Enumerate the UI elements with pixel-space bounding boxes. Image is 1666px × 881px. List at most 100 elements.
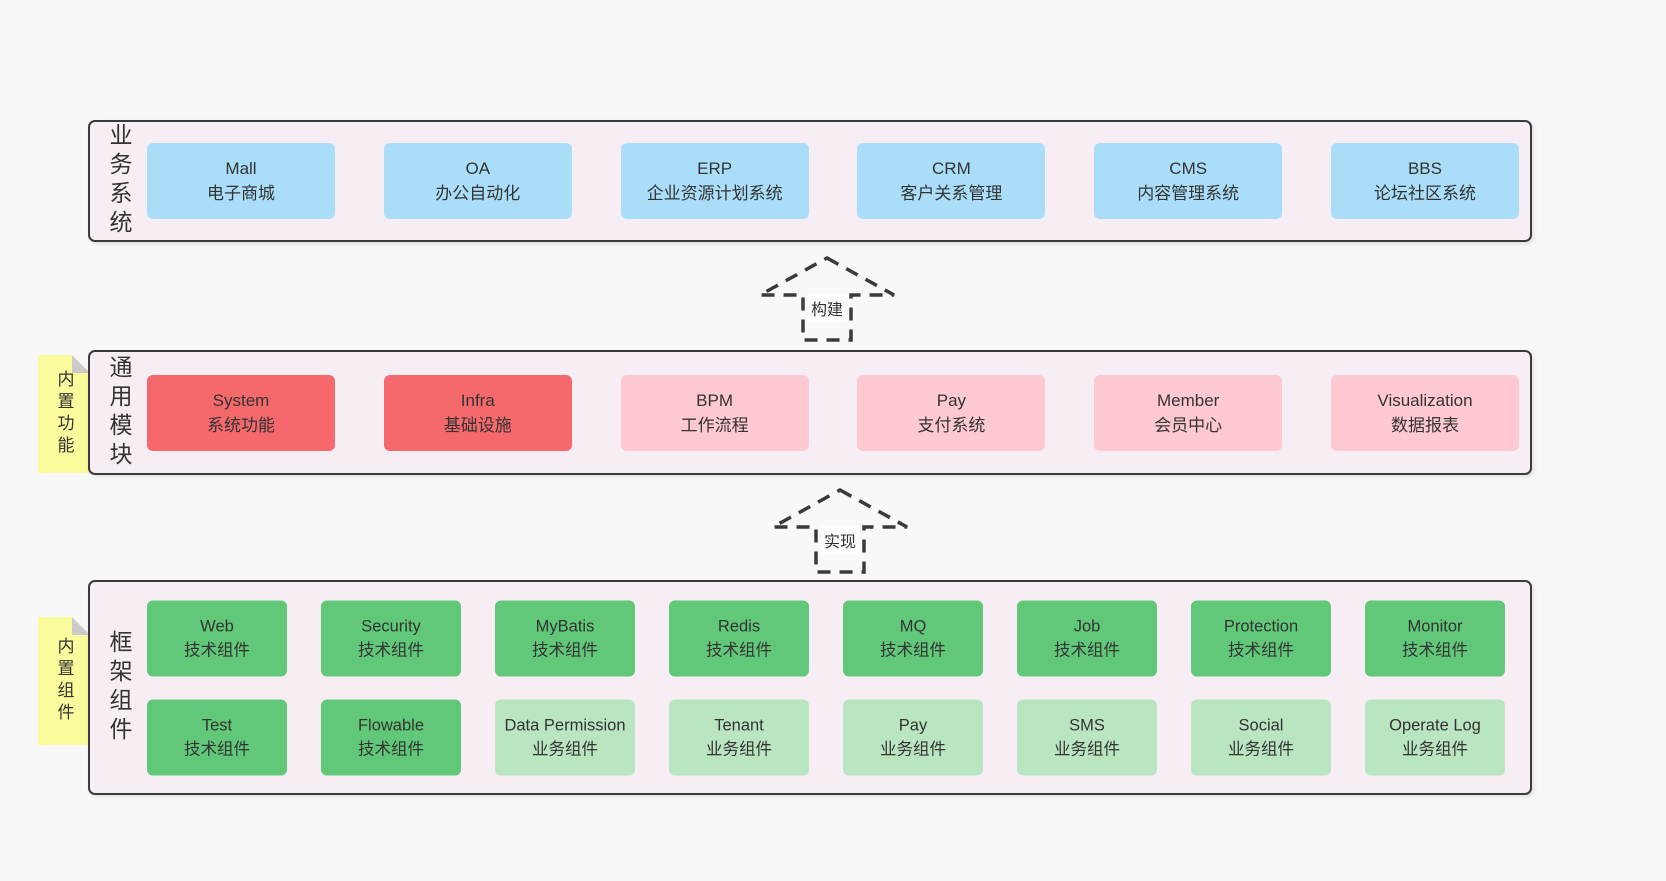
- business-boxes-row: Mall 电子商城 OA 办公自动化 ERP 企业资源计划系统 CRM 客户关系…: [147, 143, 1519, 219]
- layer-framework-components: 框架组件 Web 技术组件 Security 技术组件 MyBatis 技术组件…: [88, 580, 1532, 795]
- box-subtitle: 论坛社区系统: [1373, 184, 1476, 203]
- box-title: System: [212, 390, 270, 410]
- note-built-in-features-label: 内置功能: [54, 370, 74, 458]
- box-protection: Protection 技术组件: [1191, 600, 1331, 676]
- box-mq: MQ 技术组件: [843, 600, 983, 676]
- box-flowable: Flowable 技术组件: [321, 699, 461, 775]
- box-subtitle: 办公自动化: [435, 184, 521, 203]
- box-subtitle: 工作流程: [680, 415, 749, 435]
- box-subtitle: 业务组件: [1228, 740, 1294, 758]
- box-subtitle: 技术组件: [358, 740, 424, 758]
- box-subtitle: 技术组件: [706, 641, 772, 659]
- box-subtitle: 客户关系管理: [900, 184, 1003, 203]
- box-subtitle: 技术组件: [184, 641, 250, 659]
- box-subtitle: 技术组件: [358, 641, 424, 659]
- box-title: SMS: [1069, 716, 1105, 734]
- box-security: Security 技术组件: [321, 600, 461, 676]
- box-title: Job: [1073, 617, 1101, 635]
- box-title: BPM: [696, 390, 734, 410]
- box-subtitle: 业务组件: [532, 740, 598, 758]
- box-pay-biz: Pay 业务组件: [843, 699, 983, 775]
- box-mybatis: MyBatis 技术组件: [495, 600, 635, 676]
- box-subtitle: 技术组件: [1054, 641, 1120, 659]
- box-social: Social 业务组件: [1191, 699, 1331, 775]
- layer-business-systems: 业务系统 Mall 电子商城 OA 办公自动化 ERP 企业资源计划系统 CRM…: [88, 120, 1532, 242]
- box-subtitle: 支付系统: [917, 415, 986, 435]
- box-pay: Pay 支付系统: [857, 374, 1046, 451]
- box-subtitle: 电子商城: [207, 184, 275, 203]
- components-boxes-grid: Web 技术组件 Security 技术组件 MyBatis 技术组件 Redi…: [147, 600, 1505, 775]
- box-bbs: BBS 论坛社区系统: [1330, 143, 1519, 219]
- box-sms: SMS 业务组件: [1017, 699, 1157, 775]
- box-title: Operate Log: [1389, 716, 1481, 734]
- layer-business-systems-label: 业务系统: [106, 123, 132, 239]
- box-title: Member: [1157, 390, 1220, 410]
- arrow-build: 构建: [757, 255, 897, 343]
- note-built-in-components: 内置组件: [38, 617, 90, 745]
- arrow-build-label: 构建: [806, 293, 848, 323]
- arrow-implement: 实现: [770, 487, 910, 575]
- box-subtitle: 技术组件: [184, 740, 250, 758]
- box-subtitle: 技术组件: [532, 641, 598, 659]
- box-title: Pay: [898, 716, 928, 734]
- components-row-1: Web 技术组件 Security 技术组件 MyBatis 技术组件 Redi…: [147, 600, 1505, 676]
- arrow-up-icon: [772, 488, 908, 574]
- box-title: CMS: [1169, 159, 1208, 178]
- box-subtitle: 业务组件: [1054, 740, 1120, 758]
- box-infra: Infra 基础设施: [383, 374, 572, 451]
- box-title: BBS: [1407, 159, 1442, 178]
- box-title: Flowable: [357, 716, 425, 734]
- box-title: ERP: [697, 159, 733, 178]
- box-crm: CRM 客户关系管理: [857, 143, 1046, 219]
- box-system: System 系统功能: [147, 374, 335, 451]
- box-subtitle: 数据报表: [1390, 415, 1459, 435]
- arrow-implement-label: 实现: [819, 525, 861, 555]
- box-test: Test 技术组件: [147, 699, 287, 775]
- box-subtitle: 会员中心: [1154, 415, 1223, 435]
- box-title: Data Permission: [504, 716, 626, 734]
- box-title: Tenant: [714, 716, 764, 734]
- box-subtitle: 业务组件: [880, 740, 946, 758]
- box-subtitle: 技术组件: [1402, 641, 1468, 659]
- box-subtitle: 企业资源计划系统: [646, 184, 783, 203]
- box-web: Web 技术组件: [147, 600, 287, 676]
- box-title: OA: [465, 159, 491, 178]
- note-built-in-features: 内置功能: [38, 355, 90, 473]
- box-title: Protection: [1223, 617, 1299, 635]
- box-oa: OA 办公自动化: [383, 143, 572, 219]
- note-built-in-components-label: 内置组件: [54, 637, 74, 725]
- layer-framework-components-label: 框架组件: [106, 629, 132, 746]
- box-title: MQ: [899, 617, 927, 635]
- box-title: Social: [1238, 716, 1284, 734]
- box-title: CRM: [932, 159, 971, 178]
- box-subtitle: 基础设施: [443, 415, 512, 435]
- layer-common-modules-label: 通用模块: [106, 354, 132, 471]
- layer-common-modules: 通用模块 System 系统功能 Infra 基础设施 BPM 工作流程 Pay…: [88, 350, 1532, 475]
- box-subtitle: 技术组件: [880, 641, 946, 659]
- box-data-permission: Data Permission 业务组件: [495, 699, 635, 775]
- box-subtitle: 系统功能: [207, 415, 275, 435]
- box-subtitle: 业务组件: [706, 740, 772, 758]
- components-row-2: Test 技术组件 Flowable 技术组件 Data Permission …: [147, 699, 1505, 775]
- box-title: Mall: [225, 159, 257, 178]
- box-monitor: Monitor 技术组件: [1365, 600, 1505, 676]
- box-tenant: Tenant 业务组件: [669, 699, 809, 775]
- box-visualization: Visualization 数据报表: [1330, 374, 1519, 451]
- box-title: Visualization: [1377, 390, 1473, 410]
- box-subtitle: 业务组件: [1402, 740, 1468, 758]
- box-member: Member 会员中心: [1094, 374, 1283, 451]
- box-operate-log: Operate Log 业务组件: [1365, 699, 1505, 775]
- box-title: Test: [201, 716, 233, 734]
- box-cms: CMS 内容管理系统: [1094, 143, 1283, 219]
- box-subtitle: 内容管理系统: [1137, 184, 1240, 203]
- box-title: Pay: [936, 390, 967, 410]
- box-title: MyBatis: [535, 617, 595, 635]
- box-title: Security: [361, 617, 421, 635]
- box-title: Web: [200, 617, 234, 635]
- box-bpm: BPM 工作流程: [620, 374, 809, 451]
- arrow-up-icon: [759, 256, 895, 342]
- box-title: Monitor: [1407, 617, 1463, 635]
- box-title: Redis: [717, 617, 761, 635]
- box-job: Job 技术组件: [1017, 600, 1157, 676]
